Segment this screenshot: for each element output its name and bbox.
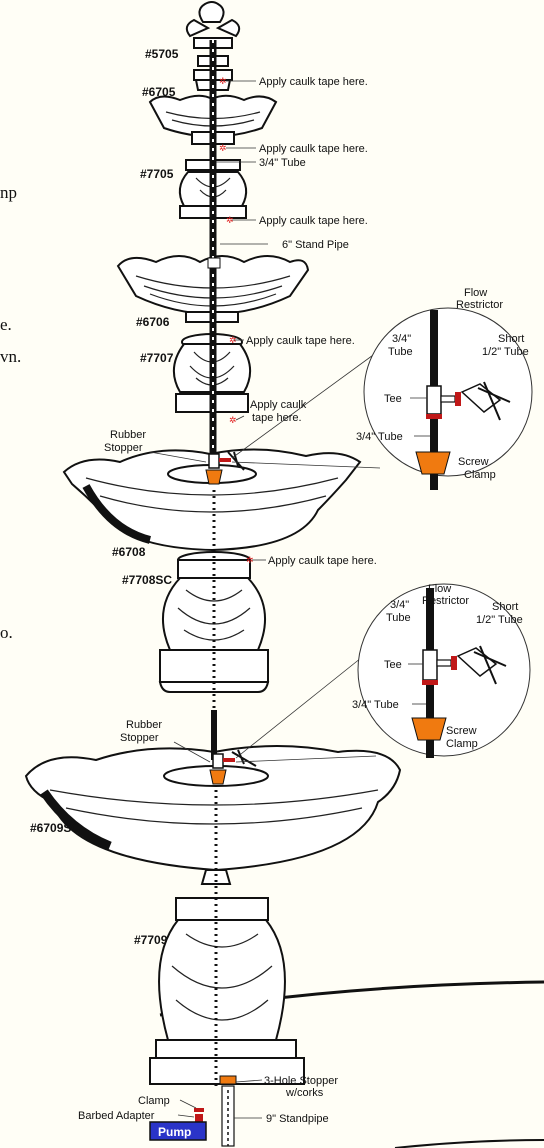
label-pump: Pump [158, 1125, 191, 1139]
note-tube-34-top: 3/4" Tube [259, 157, 306, 169]
d2-flow-a: Flow [428, 583, 451, 595]
label-7705: #7705 [140, 167, 174, 181]
note-caulk-5a: Apply caulk [250, 399, 307, 411]
d1-tee: Tee [384, 393, 402, 405]
cropped-edge-text: np e. vn. o. [0, 183, 21, 642]
edge-text-3: vn. [0, 347, 21, 366]
label-3-hole-stopper-a: 3-Hole Stopper [264, 1075, 338, 1087]
caulk-marker-1: ✲ [219, 76, 227, 86]
d2-short-b: 1/2" Tube [476, 614, 523, 626]
label-5705: #5705 [145, 47, 179, 61]
note-caulk-2: Apply caulk tape here. [259, 143, 368, 155]
d1-screw-a: Screw [458, 456, 489, 468]
d1-flow-a: Flow [464, 287, 487, 299]
label-6706: #6706 [136, 315, 170, 329]
label-7707: #7707 [140, 351, 174, 365]
d1-tube34-b: Tube [388, 346, 413, 358]
label-barbed-adapter: Barbed Adapter [78, 1110, 155, 1122]
edge-text-4: o. [0, 623, 13, 642]
d2-tube34-b: Tube [386, 612, 411, 624]
note-caulk-6: Apply caulk tape here. [268, 555, 377, 567]
d1-tube34-low: 3/4" Tube [356, 431, 403, 443]
note-caulk-4: Apply caulk tape here. [246, 335, 355, 347]
d2-tube34-low: 3/4" Tube [352, 699, 399, 711]
d2-tee: Tee [384, 659, 402, 671]
note-caulk-3: Apply caulk tape here. [259, 215, 368, 227]
d1-tube34-a: 3/4" [392, 333, 411, 345]
label-6709sc: #6709SC [30, 821, 80, 835]
label-6708: #6708 [112, 545, 146, 559]
d2-screw-b: Clamp [446, 738, 478, 750]
caulk-marker-2: ✲ [219, 143, 227, 153]
d2-screw-a: Screw [446, 725, 477, 737]
label-7708sc: #7708SC [122, 573, 172, 587]
detail-circle-lower [236, 584, 530, 762]
note-caulk-1: Apply caulk tape here. [259, 76, 368, 88]
d2-tube34-a: 3/4" [390, 599, 409, 611]
label-3-hole-stopper-b: w/corks [285, 1087, 324, 1099]
caulk-marker-5: ✲ [229, 415, 237, 425]
note-rubber-1b: Stopper [104, 442, 143, 454]
label-9-standpipe: 9" Standpipe [266, 1113, 329, 1125]
note-rubber-1a: Rubber [110, 429, 146, 441]
edge-text-1: np [0, 183, 17, 202]
d2-short-a: Short [492, 601, 518, 613]
pool-basin-rim [395, 1140, 544, 1148]
d1-screw-b: Clamp [464, 469, 496, 481]
note-rubber-2a: Rubber [126, 719, 162, 731]
d1-flow-b: Restrictor [456, 299, 503, 311]
d1-short-b: 1/2" Tube [482, 346, 529, 358]
label-6705: #6705 [142, 85, 176, 99]
clamp-mark [194, 1108, 204, 1112]
edge-text-2: e. [0, 315, 12, 334]
note-rubber-2b: Stopper [120, 732, 159, 744]
d1-short-a: Short [498, 333, 524, 345]
label-clamp: Clamp [138, 1095, 170, 1107]
d2-flow-b: Restrictor [422, 595, 469, 607]
pedestal-7709 [150, 898, 304, 1084]
label-7709: #7709 [134, 933, 168, 947]
note-caulk-5b: tape here. [252, 412, 302, 424]
note-standpipe-6: 6" Stand Pipe [282, 239, 349, 251]
